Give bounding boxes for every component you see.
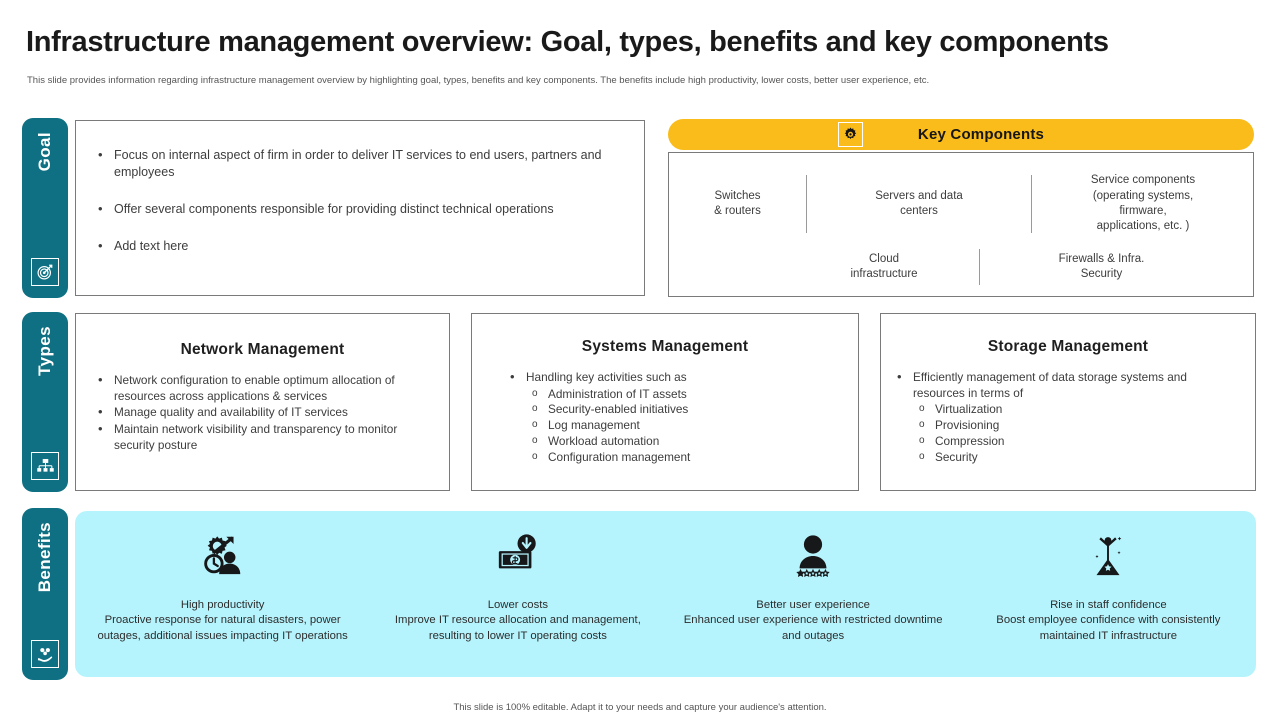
page-subtitle: This slide provides information regardin… [27, 75, 930, 86]
sidebar-tab-types-label: Types [35, 326, 54, 376]
hand-gear-icon [31, 640, 59, 668]
card-title: Storage Management [987, 338, 1149, 355]
goal-bullet: Focus on internal aspect of firm in orde… [98, 146, 624, 181]
key-components-header: Key Components [668, 119, 1254, 150]
page-title: Infrastructure management overview: Goal… [26, 26, 1109, 58]
benefit-name: Better user experience [756, 599, 870, 611]
bullet-item: Manage quality and availability of IT se… [98, 403, 435, 421]
benefit-item: Lower costs Improve IT resource allocati… [370, 511, 665, 644]
key-components-title: Key Components [917, 126, 1045, 143]
benefit-name: Lower costs [487, 599, 549, 611]
target-icon [31, 258, 59, 286]
key-component-item: Firewalls & Infra. Security [1058, 252, 1145, 280]
sidebar-tab-goal[interactable]: Goal [22, 118, 68, 298]
sidebar-tab-benefits[interactable]: Benefits [22, 508, 68, 680]
bullet-list: Efficiently management of data storage s… [881, 368, 1255, 401]
type-card-storage-management: Storage Management Efficiently managemen… [880, 313, 1256, 491]
benefits-panel: High productivity Proactive response for… [75, 511, 1256, 677]
benefit-desc: Boost employee confidence with consisten… [996, 614, 1221, 642]
bullet-item: Maintain network visibility and transpar… [98, 420, 435, 453]
card-title: Network Management [180, 341, 345, 358]
goal-bullet: Offer several components responsible for… [98, 200, 624, 218]
bullet-item: Network configuration to enable optimum … [98, 371, 435, 404]
benefit-name: Rise in staff confidence [1050, 599, 1167, 611]
sub-bullet-item: Virtualization [919, 402, 1255, 418]
sub-bullet-item: Compression [919, 434, 1255, 450]
bullet-list: Network configuration to enable optimum … [76, 371, 449, 453]
sidebar-tab-types[interactable]: Types [22, 312, 68, 492]
benefit-item: Rise in staff confidence Boost employee … [961, 511, 1256, 644]
key-component-item: Servers and data centers [875, 189, 963, 217]
sidebar-tab-goal-label: Goal [35, 132, 54, 172]
benefit-desc: Improve IT resource allocation and manag… [394, 614, 641, 642]
productivity-gear-clock-person-icon [85, 529, 360, 581]
key-component-item: Cloud infrastructure [850, 252, 918, 280]
goal-bullet: Add text here [98, 237, 624, 255]
bullet-item: Efficiently management of data storage s… [897, 368, 1241, 401]
benefit-name: High productivity [180, 599, 265, 611]
key-component-item: Switches & routers [714, 189, 761, 217]
user-rating-stars-icon [676, 529, 951, 581]
network-diagram-icon [31, 452, 59, 480]
sub-bullet-item: Log management [532, 418, 858, 434]
card-title: Systems Management [581, 338, 749, 355]
money-down-arrow-icon [380, 529, 655, 581]
person-on-summit-icon [971, 529, 1246, 581]
sub-bullet-list: Virtualization Provisioning Compression … [881, 402, 1255, 465]
benefit-item: Better user experience Enhanced user exp… [666, 511, 961, 644]
type-card-network-management: Network Management Network configuration… [75, 313, 450, 491]
sub-bullet-item: Security [919, 450, 1255, 466]
sub-bullet-list: Administration of IT assets Security-ena… [472, 387, 858, 466]
sub-bullet-item: Administration of IT assets [532, 387, 858, 403]
bullet-list: Handling key activities such as [472, 368, 858, 386]
divider [1031, 175, 1032, 233]
benefit-item: High productivity Proactive response for… [75, 511, 370, 644]
key-components-panel: Switches & routers Servers and data cent… [668, 152, 1254, 297]
sub-bullet-item: Workload automation [532, 434, 858, 450]
divider [979, 249, 980, 285]
divider [806, 175, 807, 233]
key-components-row-top: Switches & routers Servers and data cent… [669, 171, 1255, 237]
benefit-desc: Proactive response for natural disasters… [97, 614, 348, 642]
bullet-item: Handling key activities such as [510, 368, 844, 386]
footer-note: This slide is 100% editable. Adapt it to… [453, 702, 827, 713]
key-component-item: Service components (operating systems, f… [1090, 174, 1196, 233]
key-components-row-bottom: Cloud infrastructure Firewalls & Infra. … [789, 245, 1255, 289]
goal-bullet-list: Focus on internal aspect of firm in orde… [76, 121, 644, 255]
sub-bullet-item: Configuration management [532, 450, 858, 466]
sidebar-tab-benefits-label: Benefits [35, 522, 54, 593]
type-card-systems-management: Systems Management Handling key activiti… [471, 313, 859, 491]
benefit-desc: Enhanced user experience with restricted… [683, 614, 943, 642]
gear-icon [838, 122, 863, 147]
goal-panel: Focus on internal aspect of firm in orde… [75, 120, 645, 296]
sub-bullet-item: Security-enabled initiatives [532, 402, 858, 418]
sub-bullet-item: Provisioning [919, 418, 1255, 434]
